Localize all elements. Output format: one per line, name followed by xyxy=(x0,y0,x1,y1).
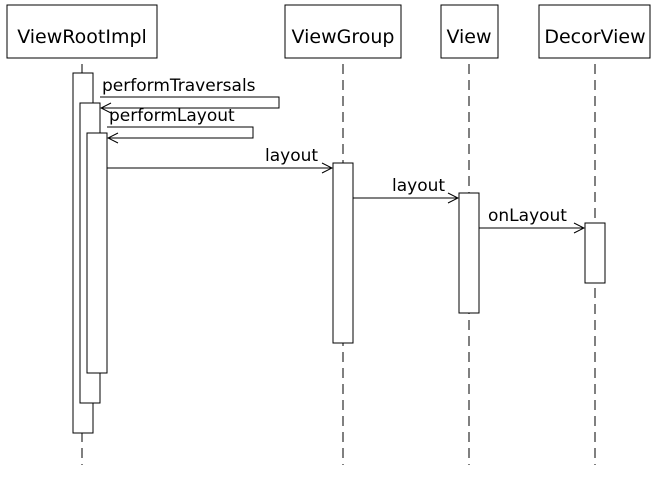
message-performlayout: performLayout xyxy=(107,106,254,138)
participant-label: View xyxy=(446,26,491,48)
activation-view xyxy=(458,192,480,314)
message-arrow xyxy=(100,96,280,108)
activation-viewrootimpl-inner xyxy=(86,132,108,374)
message-label: performLayout xyxy=(109,106,235,126)
message-label: performTraversals xyxy=(102,76,256,96)
message-onlayout: onLayout xyxy=(479,206,584,228)
participant-viewrootimpl: ViewRootImpl xyxy=(6,4,158,59)
participant-label: ViewRootImpl xyxy=(17,26,147,48)
participant-box xyxy=(440,4,499,59)
activation-viewgroup xyxy=(332,162,354,344)
message-layout-viewgroup: layout xyxy=(107,146,332,168)
participant-view: View xyxy=(440,4,499,59)
participant-decorview: DecorView xyxy=(538,4,651,59)
participant-box xyxy=(538,4,651,59)
participant-viewgroup: ViewGroup xyxy=(284,4,402,59)
message-arrow xyxy=(107,126,254,138)
message-layout-view: layout xyxy=(353,176,458,198)
participant-box xyxy=(284,4,402,59)
message-label: layout xyxy=(265,146,318,166)
message-performtraversals: performTraversals xyxy=(100,76,280,108)
message-label: onLayout xyxy=(488,206,567,226)
participant-label: DecorView xyxy=(544,26,645,48)
message-label: layout xyxy=(392,176,445,196)
participant-box xyxy=(6,4,158,59)
participant-label: ViewGroup xyxy=(292,26,395,48)
activation-decorview xyxy=(584,222,606,284)
